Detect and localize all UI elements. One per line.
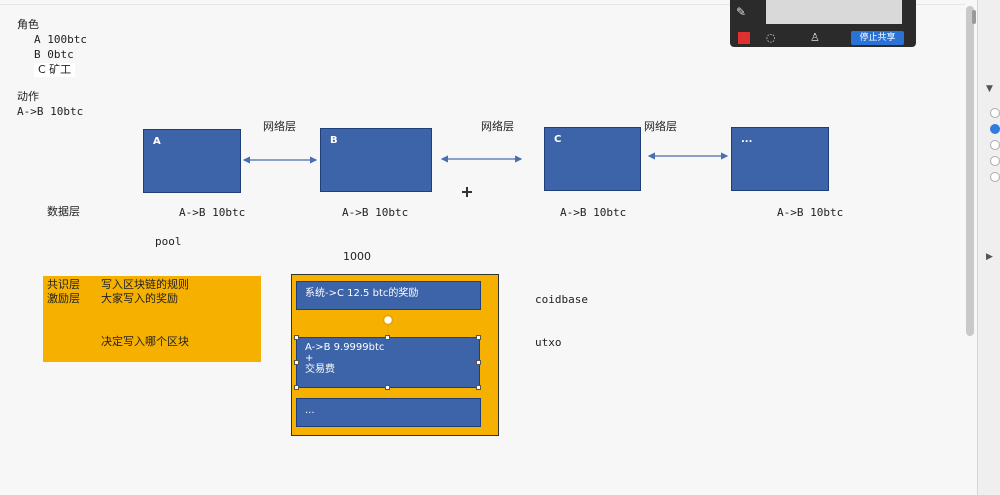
tx-more: A->B 10btc [777,206,844,219]
selection-handle[interactable] [294,335,299,340]
screen-share-toolbar: ✎ ◌ ♙ 停止共享 [730,0,916,47]
inspector-panel [977,0,1000,495]
block-number: 1000 [343,250,371,263]
data-layer-label: 数据层 [47,205,80,218]
tx-b: A->B 10btc [342,206,409,219]
action-item: A->B 10btc [17,105,84,118]
consensus-panel[interactable]: 共识层 写入区块链的规则 激励层 大家写入的奖励 决定写入哪个区块 [43,276,261,362]
consensus-layer-label: 共识层 [47,278,80,291]
actions-title: 动作 [17,90,39,103]
node-a[interactable]: A [143,129,241,193]
consensus-rule: 写入区块链的规则 [101,278,189,291]
selection-handle[interactable] [385,385,390,390]
incentive-reward: 大家写入的奖励 [101,292,178,305]
network-label-2: 网络层 [481,120,514,133]
transfer-tx[interactable]: A->B 9.9999btc + 交易费 [296,337,480,388]
coinbase-label: coidbase [535,293,588,306]
page-top-line [0,4,965,5]
tx-c: A->B 10btc [560,206,627,219]
panel-disclosure-icon[interactable]: ▼ [986,84,993,94]
transfer-tx-fee: 交易费 [305,364,335,375]
share-preview-thumbnail[interactable] [766,0,902,24]
selection-handle[interactable] [294,385,299,390]
network-label-3: 网络层 [644,120,677,133]
radio-option[interactable] [990,156,1000,166]
role-c: C 矿工 [34,63,76,77]
panel-expand-icon[interactable]: ▶ [986,252,993,262]
decide-block: 决定写入哪个区块 [101,335,189,348]
role-b: B 0btc [34,48,74,61]
tx-a: A->B 10btc [179,206,246,219]
more-tx[interactable]: ... [296,398,481,427]
radio-option[interactable] [990,172,1000,182]
record-icon[interactable] [738,32,750,44]
utxo-label: utxo [535,336,562,349]
roles-title: 角色 [17,18,39,31]
node-more-label: ... [741,134,753,145]
radio-option-selected[interactable] [990,124,1000,134]
panel-collapse-handle[interactable] [972,10,976,24]
rotate-handle-icon[interactable] [381,313,395,337]
transfer-tx-line: A->B 9.9999btc [305,342,385,353]
selection-handle[interactable] [476,385,481,390]
move-cursor-icon [462,187,472,197]
node-b-label: B [330,135,338,146]
selection-handle[interactable] [385,335,390,340]
selection-handle[interactable] [294,360,299,365]
annotate-icon[interactable]: ✎ [736,5,747,19]
node-c-label: C [554,134,562,145]
role-a: A 100btc [34,33,87,46]
more-tx-text: ... [305,405,315,416]
radio-option[interactable] [990,108,1000,118]
reward-tx[interactable]: 系统->C 12.5 btc的奖励 [296,281,481,310]
node-a-label: A [153,136,161,147]
network-label-1: 网络层 [263,120,296,133]
node-c[interactable]: C [544,127,641,191]
transfer-tx-plus: + [305,353,314,364]
selection-handle[interactable] [476,360,481,365]
vertical-scrollbar[interactable] [966,6,974,336]
reward-tx-text: 系统->C 12.5 btc的奖励 [305,288,419,299]
radio-option[interactable] [990,140,1000,150]
participants-icon[interactable]: ♙ [810,31,820,44]
incentive-layer-label: 激励层 [47,292,80,305]
node-b[interactable]: B [320,128,432,192]
stop-share-button[interactable]: 停止共享 [851,31,904,45]
pool-label: pool [155,235,182,248]
selection-handle[interactable] [476,335,481,340]
chat-icon[interactable]: ◌ [766,31,776,44]
node-more[interactable]: ... [731,127,829,191]
